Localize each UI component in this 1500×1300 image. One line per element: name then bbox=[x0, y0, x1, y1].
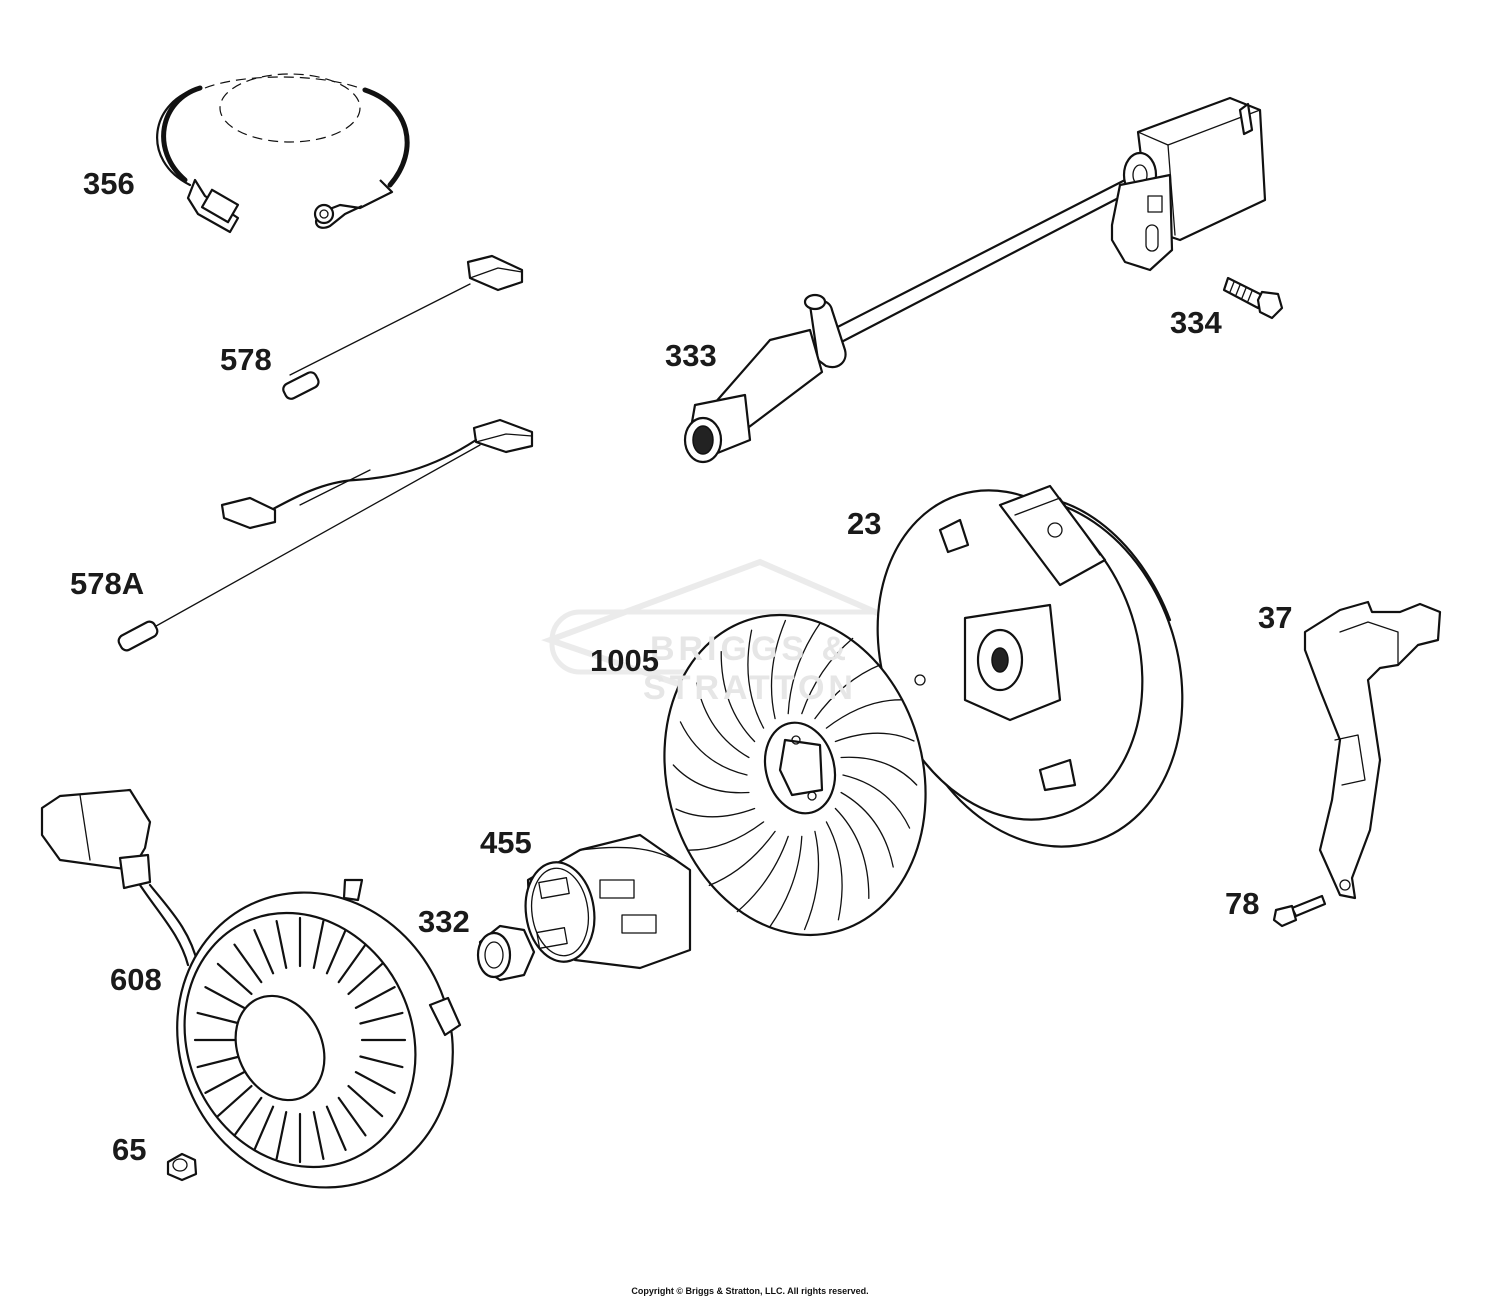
fan-blade bbox=[672, 764, 750, 794]
watermark-text: BRIGGS & STRATTON bbox=[643, 630, 857, 707]
label-334[interactable]: 334 bbox=[1170, 305, 1222, 340]
starter-fin bbox=[196, 1055, 241, 1069]
label-578[interactable]: 578 bbox=[220, 342, 272, 377]
fan-blade bbox=[787, 622, 821, 715]
label-608[interactable]: 608 bbox=[110, 962, 162, 997]
fan-blade bbox=[814, 663, 882, 720]
fan-blade bbox=[675, 807, 756, 818]
starter-fin bbox=[359, 1055, 404, 1069]
starter-fin bbox=[312, 1111, 325, 1160]
fan-blade bbox=[834, 807, 870, 900]
fan-blade bbox=[803, 830, 820, 931]
starter-fin bbox=[325, 929, 347, 975]
copyright-notice: Copyright © Briggs & Stratton, LLC. All … bbox=[631, 1286, 869, 1296]
bracket-37[interactable] bbox=[1303, 600, 1442, 900]
starter-fin bbox=[233, 943, 263, 984]
starter-fin bbox=[216, 1085, 253, 1118]
label-78[interactable]: 78 bbox=[1225, 886, 1260, 921]
starter-fin bbox=[204, 1071, 246, 1094]
starter-fin bbox=[359, 1011, 404, 1025]
fan-blade bbox=[687, 821, 765, 851]
starter-fin bbox=[253, 929, 275, 975]
fan-1005[interactable] bbox=[629, 585, 960, 964]
label-356[interactable]: 356 bbox=[83, 166, 135, 201]
starter-fin bbox=[204, 986, 246, 1009]
starter-fin bbox=[275, 1111, 288, 1160]
wire-578a[interactable] bbox=[117, 418, 534, 652]
starter-fin bbox=[325, 1105, 347, 1151]
fan-blade bbox=[747, 629, 765, 729]
ignition-coil[interactable] bbox=[1110, 96, 1267, 272]
rewind-starter-608[interactable] bbox=[40, 788, 501, 1233]
label-37[interactable]: 37 bbox=[1258, 600, 1293, 635]
ground-wire-356[interactable] bbox=[156, 73, 410, 234]
starter-fin bbox=[233, 1096, 263, 1137]
starter-fin bbox=[347, 962, 384, 995]
label-332[interactable]: 332 bbox=[418, 904, 470, 939]
starter-fin bbox=[312, 920, 325, 969]
fan-blade bbox=[708, 830, 776, 887]
fan-blade bbox=[842, 774, 911, 829]
wire-578[interactable] bbox=[281, 254, 524, 401]
starter-fin bbox=[337, 1096, 367, 1137]
flywheel-23[interactable] bbox=[836, 456, 1226, 884]
fan-blade bbox=[825, 821, 843, 921]
label-23[interactable]: 23 bbox=[847, 506, 882, 541]
nut-332[interactable] bbox=[476, 924, 536, 982]
fan-blade bbox=[769, 835, 803, 928]
screw-78[interactable] bbox=[1272, 894, 1327, 928]
label-333[interactable]: 333 bbox=[665, 338, 717, 373]
fan-blade bbox=[840, 791, 894, 868]
starter-fin bbox=[337, 943, 367, 984]
fan-blade bbox=[825, 699, 903, 729]
label-65[interactable]: 65 bbox=[112, 1132, 147, 1167]
starter-fin bbox=[216, 962, 253, 995]
label-1005[interactable]: 1005 bbox=[590, 643, 659, 678]
spark-plug-boot-333[interactable] bbox=[683, 178, 1132, 464]
starter-fin bbox=[354, 986, 396, 1009]
fan-blade bbox=[834, 732, 915, 743]
fan-blade bbox=[840, 756, 918, 786]
nut-65[interactable] bbox=[166, 1152, 198, 1182]
starter-fin bbox=[354, 1071, 396, 1094]
fan-blade bbox=[696, 682, 750, 759]
starter-fin bbox=[196, 1011, 241, 1025]
bolt-334[interactable] bbox=[1222, 276, 1284, 320]
starter-fin bbox=[253, 1105, 275, 1151]
label-578a[interactable]: 578A bbox=[70, 566, 145, 601]
fan-blade bbox=[801, 637, 854, 715]
starter-cup-455[interactable] bbox=[519, 833, 692, 970]
fan-blade bbox=[679, 721, 748, 776]
fan-blade bbox=[770, 619, 787, 720]
fan-blade bbox=[736, 835, 789, 913]
starter-fin bbox=[347, 1085, 384, 1118]
label-455[interactable]: 455 bbox=[480, 825, 532, 860]
starter-fin bbox=[275, 920, 288, 969]
fan-blade bbox=[720, 650, 756, 743]
